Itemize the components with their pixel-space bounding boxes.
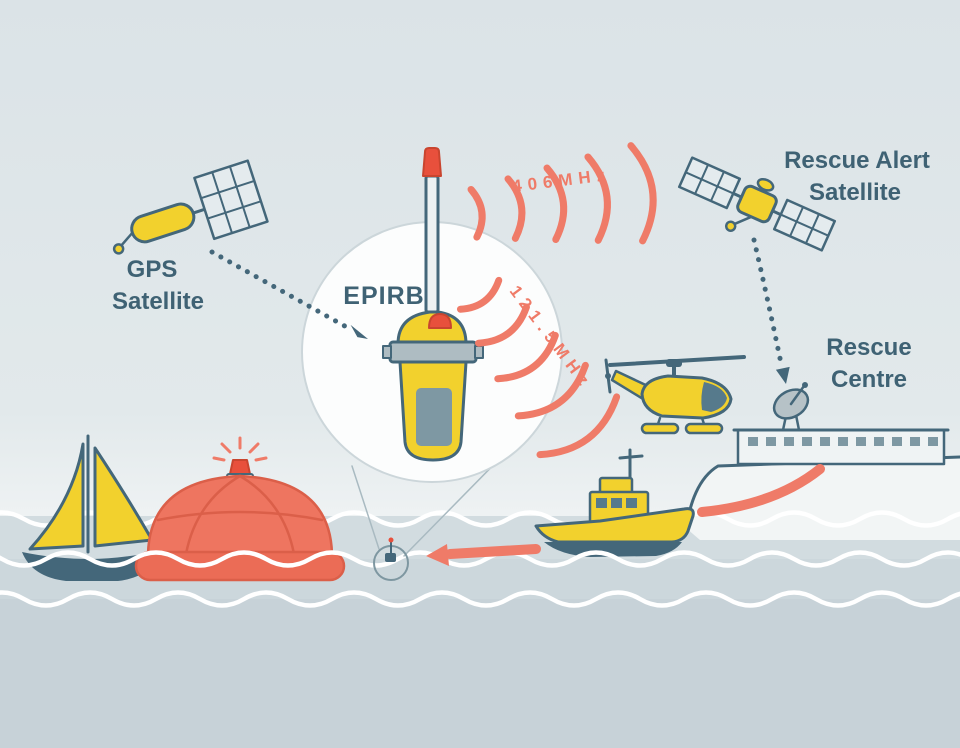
gps-satellite-icon [112,159,269,255]
arrow-lifeboat-to-beacon [426,544,541,566]
tail-rotor-hub [605,373,611,379]
cabin-windows [596,498,637,508]
label-rescue-centre-line1: Rescue [826,334,911,361]
float-left [640,422,680,435]
solar-panel-right-grid [779,205,830,245]
strobe-light-icon [229,459,251,475]
epirb-collar-tab-left [382,345,392,359]
sea-band [0,599,960,748]
life-raft-icon [134,436,346,582]
boat-mast [618,448,644,480]
dotted-arrow-gps-to-epirb [209,249,368,339]
radio-wave-arc [627,142,657,245]
solar-panel-grid [200,165,262,235]
float-right [684,422,724,435]
label-gps-satellite-line1: GPS [127,256,178,283]
radio-wave-arc [504,175,526,242]
label-gps-satellite-line2: Satellite [112,288,204,315]
epirb-collar-tab-right [474,345,484,359]
epirb-strobe-light [428,313,452,329]
cliff-landmass [686,457,960,540]
hull [22,551,161,581]
arrow-shaft [445,544,541,559]
wave-line [0,510,960,528]
front-sail [28,442,85,551]
rescue-alert-satellite-icon [677,156,837,252]
strobe-rays [212,436,268,462]
epirb-device-icon [382,147,484,462]
wave-line [0,590,960,608]
panel-strut [191,207,207,215]
top-antenna-dish [756,177,775,192]
radio-wave-arc [543,164,568,243]
building-body [736,428,946,466]
solar-panel [193,159,269,241]
solar-panel-left-grid [684,163,735,203]
epirb-antenna-red-tip [422,147,442,177]
label-rescue-centre-line2: Centre [831,366,907,393]
boat-hull-bottom [544,542,682,557]
antenna-arm [119,231,134,248]
rescue-centre-building [732,382,950,466]
dotted-arrow-satellite-to-rescue-centre [751,237,790,384]
arrow-head [775,366,790,384]
canopy-seams [156,474,324,556]
epirb-collar-band [388,340,478,364]
radio-wave-arc [494,331,559,383]
dotted-line [209,249,353,332]
cockpit-window [701,382,727,412]
radio-waves-406mhz [467,142,657,245]
building-windows [748,437,938,446]
distress-beacon-in-water [373,537,409,581]
dish-feed-arm [789,384,806,406]
rescue-route-swoosh [697,464,825,517]
sailboat-icon [22,434,161,581]
lifeboat-icon [534,448,695,557]
dish-feed [802,382,808,388]
radio-wave-arc [584,153,611,244]
label-epirb: EPIRB [343,282,424,310]
satellite-dish-icon [772,382,810,432]
arrow-head [350,324,368,339]
antenna-tip [724,220,737,232]
wave-line [0,550,960,568]
radio-waves-121mhz [456,276,621,459]
beacon-antenna-tip [388,537,394,543]
beacon-body [385,553,396,562]
epirb-antenna-rod [424,174,440,314]
radio-wave-arc [467,185,486,241]
arrow-head [426,544,449,566]
radio-wave-arc [456,276,503,313]
label-rescue-alert-line2: Satellite [809,179,901,206]
boat-hull [534,507,695,544]
radio-wave-arc [514,361,589,420]
helicopter-icon [604,355,746,435]
antenna-arm [732,215,753,226]
label-rescue-alert-line1: Rescue Alert [784,147,930,174]
radio-wave-arc [475,303,530,347]
rotor-hub [666,359,682,367]
epirb-label-panel [416,388,452,446]
radio-wave-arc [536,393,621,459]
antenna-tip [112,243,125,255]
